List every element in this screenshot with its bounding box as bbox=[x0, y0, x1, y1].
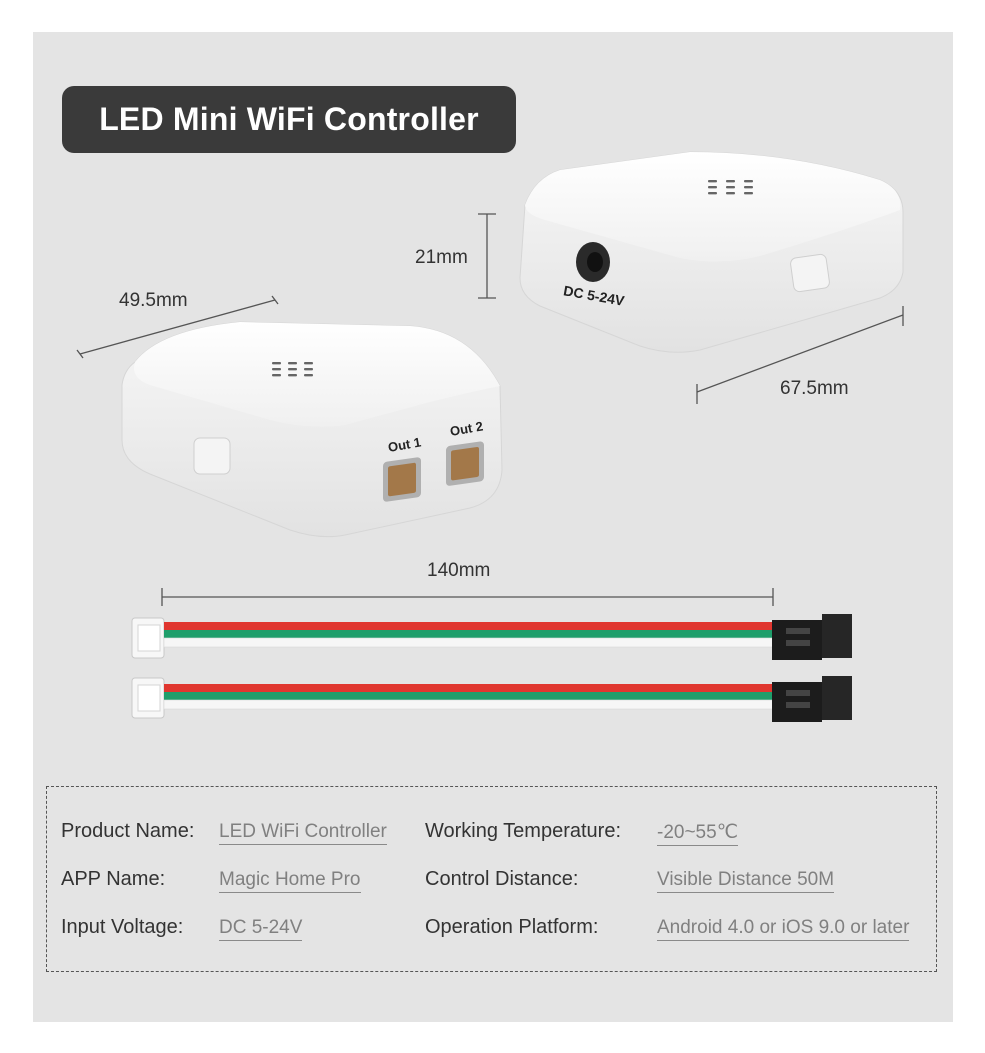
spec-label-app-name: APP Name: bbox=[61, 868, 166, 890]
controller-front-view: Out 1 Out 2 bbox=[121, 321, 503, 538]
side-button-icon bbox=[193, 437, 231, 475]
cable-1 bbox=[131, 614, 852, 660]
spec-label-control-distance: Control Distance: bbox=[425, 868, 579, 890]
height-dimension-label: 21mm bbox=[415, 247, 468, 268]
side-button-icon bbox=[790, 253, 830, 293]
vent-icon bbox=[272, 362, 313, 377]
cable-2 bbox=[131, 676, 852, 722]
spec-value-working-temperature: -20~55℃ bbox=[657, 821, 739, 846]
output-port-1-icon bbox=[383, 457, 421, 502]
spec-value-product-name: LED WiFi Controller bbox=[219, 821, 387, 845]
vent-icon bbox=[708, 180, 753, 195]
out2-label: Out 2 bbox=[449, 418, 484, 439]
spec-label-operation-platform: Operation Platform: bbox=[425, 916, 599, 938]
spec-value-control-distance: Visible Distance 50M bbox=[657, 869, 835, 893]
page-title: LED Mini WiFi Controller bbox=[62, 86, 516, 153]
output-port-2-icon bbox=[446, 441, 484, 486]
dimension-lines bbox=[76, 213, 904, 606]
spec-label-product-name: Product Name: bbox=[61, 820, 195, 842]
spec-value-operation-platform: Android 4.0 or iOS 9.0 or later bbox=[657, 917, 910, 941]
spec-label-working-temperature: Working Temperature: bbox=[425, 820, 622, 842]
spec-value-input-voltage: DC 5-24V bbox=[219, 917, 303, 941]
width-dimension-label: 49.5mm bbox=[119, 290, 188, 311]
out1-label: Out 1 bbox=[387, 434, 422, 455]
length-dimension-label: 67.5mm bbox=[780, 378, 849, 399]
controller-back-view: DC 5-24V bbox=[519, 151, 904, 353]
spec-label-input-voltage: Input Voltage: bbox=[61, 916, 184, 938]
specifications-box: Product Name: LED WiFi Controller Workin… bbox=[46, 786, 937, 972]
spec-value-app-name: Magic Home Pro bbox=[219, 869, 361, 893]
cable-length-label: 140mm bbox=[427, 560, 491, 581]
